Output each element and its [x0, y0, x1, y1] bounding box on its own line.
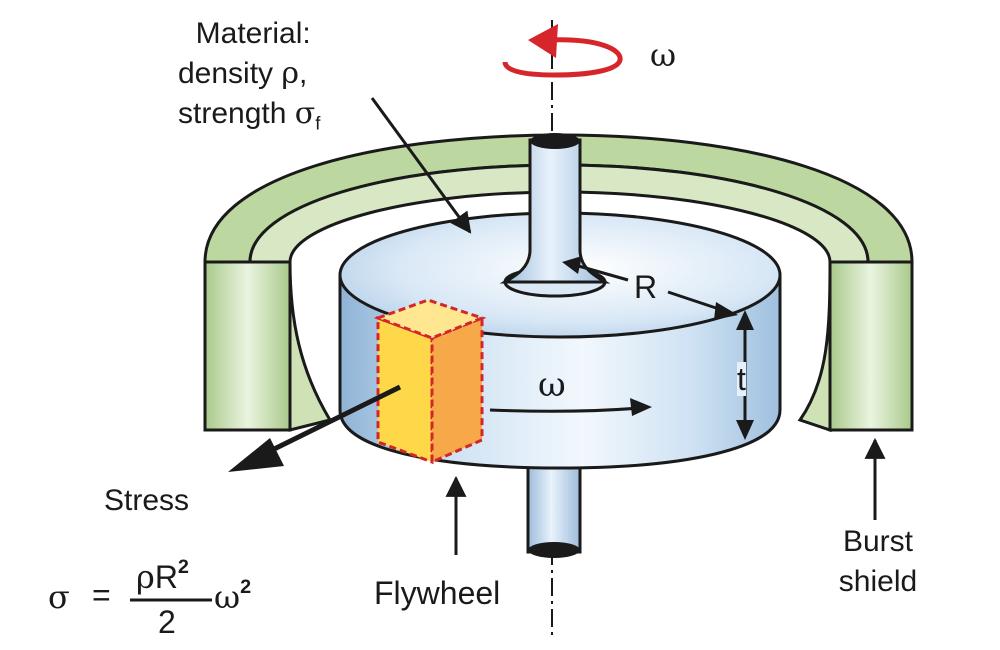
burst-shield [203, 133, 914, 433]
rho-symbol: ρ [281, 56, 300, 91]
formula-omega: ω2 [214, 576, 251, 616]
burst-shield-right-face [828, 260, 914, 432]
formula-rho: ρ [136, 557, 155, 596]
omega-top-label: ω [650, 36, 677, 74]
density-text: density [178, 57, 282, 90]
omega-side-label: ω [538, 365, 566, 405]
sigma-subscript: f [315, 112, 321, 134]
radius-label: R [634, 269, 658, 305]
formula-omega-symbol: ω [214, 577, 241, 616]
strength-text: strength [178, 97, 295, 130]
burst-line1: Burst [842, 525, 914, 558]
sigma-symbol: σ [294, 96, 316, 131]
formula-R-exponent: 2 [177, 556, 189, 578]
material-pointer [370, 97, 472, 234]
formula-numerator: ρR2 [136, 556, 189, 596]
stress-element-side [430, 315, 484, 465]
stress-label: Stress [104, 484, 190, 517]
burst-shield-left-face [203, 260, 292, 432]
formula-omega-exponent: 2 [240, 576, 252, 598]
formula-equals: = [92, 577, 111, 613]
material-label: Material: density ρ, strength σf [178, 14, 320, 144]
radius-arrow [562, 256, 738, 320]
formula-denominator: 2 [158, 604, 176, 640]
stress-element [373, 298, 487, 465]
side-rotation-arrow [489, 398, 652, 416]
upper-shaft [499, 133, 611, 298]
top-rotation-arrow [502, 24, 623, 78]
stress-element-top [373, 298, 487, 340]
lower-shaft [526, 460, 582, 558]
thickness-label: t [737, 361, 746, 397]
comma: , [299, 57, 308, 90]
stress-arrow [228, 384, 402, 472]
burst-line2: shield [838, 565, 918, 598]
formula-R: R [154, 558, 178, 595]
formula-sigma: σ [48, 578, 70, 616]
stress-element-front [376, 315, 434, 465]
material-line1: Material: [195, 17, 311, 50]
burst-shield-label: Burst shield [832, 522, 924, 602]
flywheel-label: Flywheel [374, 575, 501, 611]
